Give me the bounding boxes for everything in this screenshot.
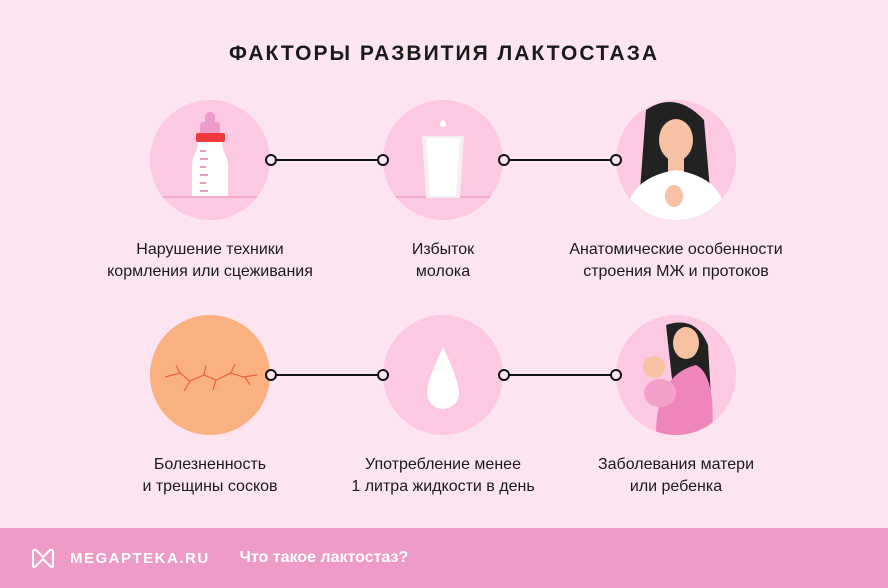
label-line: Болезненность bbox=[153, 456, 267, 473]
connector-line bbox=[276, 374, 378, 376]
woman-pain-icon bbox=[616, 100, 736, 220]
label-line: и трещины сосков bbox=[142, 478, 278, 495]
label-line: строения МЖ и протоков bbox=[583, 263, 769, 280]
footer: MEGAPTEKA.RU Что такое лактостаз? bbox=[0, 528, 888, 588]
label-line: молока bbox=[415, 263, 471, 280]
label-line: 1 литра жидкости в день bbox=[351, 478, 535, 495]
connector-line bbox=[509, 374, 611, 376]
label-line: Заболевания матери bbox=[597, 456, 755, 473]
factor-label: Избыток молока bbox=[303, 239, 583, 283]
connector-dot bbox=[265, 154, 277, 166]
connector-dot bbox=[498, 369, 510, 381]
connector-dot bbox=[377, 369, 389, 381]
cracked-skin-icon bbox=[150, 315, 270, 435]
label-line: Избыток bbox=[411, 241, 475, 258]
label-line: Употребление менее bbox=[365, 456, 521, 473]
factor-label: Нарушение техники кормления или сцеживани… bbox=[70, 239, 350, 283]
factor-label: Болезненность и трещины сосков bbox=[70, 454, 350, 498]
megapteka-logo-icon bbox=[32, 548, 54, 568]
factor-label: Употребление менее 1 литра жидкости в ден… bbox=[303, 454, 583, 498]
factor-label: Анатомические особенности строения МЖ и п… bbox=[536, 239, 816, 283]
connector-dot bbox=[265, 369, 277, 381]
mother-child-icon bbox=[616, 315, 736, 435]
milk-glass-icon bbox=[383, 100, 503, 220]
label-line: Нарушение техники bbox=[136, 241, 284, 258]
connector-dot bbox=[610, 369, 622, 381]
connector-dot bbox=[498, 154, 510, 166]
connector-dot bbox=[610, 154, 622, 166]
connector-line bbox=[509, 159, 611, 161]
footer-caption: Что такое лактостаз? bbox=[239, 549, 409, 566]
connector-line bbox=[276, 159, 378, 161]
baby-bottle-icon bbox=[150, 100, 270, 220]
brand-logo[interactable]: MEGAPTEKA.RU bbox=[30, 547, 210, 569]
label-line: Анатомические особенности bbox=[569, 241, 783, 258]
connector-dot bbox=[377, 154, 389, 166]
brand-name: MEGAPTEKA.RU bbox=[70, 549, 210, 567]
water-drop-icon bbox=[383, 315, 503, 435]
page-title: ФАКТОРЫ РАЗВИТИЯ ЛАКТОСТАЗА bbox=[228, 42, 660, 65]
factor-label: Заболевания матери или ребенка bbox=[536, 454, 816, 498]
label-line: или ребенка bbox=[629, 478, 723, 495]
label-line: кормления или сцеживания bbox=[107, 263, 313, 280]
